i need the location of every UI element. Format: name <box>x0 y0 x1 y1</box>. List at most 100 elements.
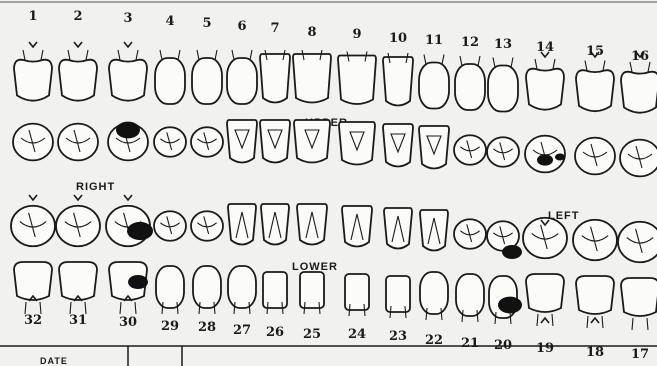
root-line <box>535 59 537 69</box>
upper-tooth-2-surface[interactable] <box>58 124 98 161</box>
decay-mark <box>127 222 153 240</box>
upper-tooth-7-surface[interactable] <box>260 120 290 163</box>
lower-tooth-31-surface[interactable] <box>56 206 100 246</box>
lower-tooth-31-crown[interactable] <box>59 262 97 300</box>
root-line <box>552 314 553 326</box>
lower-tooth-29-crown[interactable] <box>156 266 184 308</box>
lower-tooth-22-crown[interactable] <box>420 272 448 314</box>
upper-tooth-8-surface[interactable] <box>294 120 330 163</box>
upper-tooth-number: 1 <box>28 9 37 24</box>
lower-tooth-17-crown[interactable] <box>621 278 657 316</box>
root-line <box>632 318 633 330</box>
root-line <box>23 50 25 60</box>
upper-tooth-1-crown[interactable] <box>14 60 52 101</box>
lower-tooth-19-bottom-mark <box>541 318 549 323</box>
root-line <box>602 316 603 328</box>
upper-tooth-10-crown[interactable] <box>383 57 413 106</box>
upper-tooth-16-surface[interactable] <box>620 140 657 177</box>
decay-mark <box>116 122 140 139</box>
lower-tooth-24-surface[interactable] <box>342 206 372 247</box>
decay-mark <box>537 154 553 165</box>
upper-tooth-11-crown[interactable] <box>419 63 449 109</box>
lower-tooth-32-surface[interactable] <box>11 206 55 246</box>
upper-tooth-12-surface[interactable] <box>454 135 486 164</box>
upper-tooth-4-surface[interactable] <box>154 127 186 156</box>
lower-tooth-17-surface[interactable] <box>618 222 657 262</box>
upper-tooth-number: 12 <box>461 35 479 50</box>
upper-tooth-12-crown[interactable] <box>455 64 485 110</box>
upper-tooth-5-surface[interactable] <box>191 127 223 156</box>
upper-tooth-3-crown[interactable] <box>109 60 147 101</box>
decay-mark <box>498 297 522 314</box>
upper-tooth-2-crown[interactable] <box>59 60 97 101</box>
upper-tooth-6-crown[interactable] <box>227 58 257 104</box>
upper-tooth-14-crown[interactable] <box>526 69 564 110</box>
lower-tooth-26-crown[interactable] <box>263 272 287 308</box>
lower-tooth-number: 25 <box>303 327 321 342</box>
upper-tooth-number: 2 <box>73 9 82 24</box>
lower-tooth-number: 23 <box>389 329 407 344</box>
root-line <box>135 302 136 314</box>
upper-tooth-number: 14 <box>536 40 554 55</box>
upper-tooth-4-crown[interactable] <box>155 58 185 104</box>
lower-tooth-number: 26 <box>266 325 284 340</box>
lower-tooth-29-surface[interactable] <box>154 211 186 240</box>
upper-tooth-3-mark <box>124 42 132 47</box>
lower-tooth-25-surface[interactable] <box>297 204 327 245</box>
lower-tooth-28-surface[interactable] <box>191 211 223 240</box>
lower-tooth-18-crown[interactable] <box>576 276 614 314</box>
upper-tooth-7-crown[interactable] <box>260 54 290 103</box>
lower-tooth-23-surface[interactable] <box>384 208 412 249</box>
lower-tooth-28-crown[interactable] <box>193 266 221 308</box>
upper-tooth-1-surface[interactable] <box>13 124 53 161</box>
lower-tooth-19-crown[interactable] <box>526 274 564 312</box>
upper-tooth-15-crown[interactable] <box>576 70 614 111</box>
root-line <box>178 50 180 60</box>
lower-tooth-number: 19 <box>536 341 554 356</box>
root-line <box>118 50 120 60</box>
lower-tooth-21-surface[interactable] <box>454 219 486 248</box>
upper-tooth-1-mark <box>29 42 37 47</box>
root-line <box>493 58 495 68</box>
lower-tooth-32-crown[interactable] <box>14 262 52 300</box>
root-line <box>232 50 234 60</box>
right-label: RIGHT <box>76 181 115 193</box>
lower-tooth-21-crown[interactable] <box>456 274 484 316</box>
lower-tooth-18-bottom-mark <box>591 318 599 323</box>
decay-mark <box>128 275 148 289</box>
upper-tooth-9-surface[interactable] <box>339 122 375 165</box>
root-line <box>537 314 538 326</box>
root-line <box>41 50 43 60</box>
upper-tooth-9-crown[interactable] <box>338 56 376 105</box>
upper-tooth-13-surface[interactable] <box>487 137 519 166</box>
upper-tooth-13-crown[interactable] <box>488 66 518 112</box>
lower-tooth-number: 28 <box>198 320 216 335</box>
lower-tooth-18-surface[interactable] <box>573 220 617 260</box>
root-line <box>587 316 588 328</box>
upper-tooth-8-crown[interactable] <box>293 54 331 103</box>
upper-tooth-10-surface[interactable] <box>383 124 413 167</box>
lower-tooth-23-crown[interactable] <box>386 276 410 312</box>
upper-tooth-11-surface[interactable] <box>419 126 449 169</box>
lower-tooth-27-crown[interactable] <box>228 266 256 308</box>
upper-tooth-15-surface[interactable] <box>575 138 615 175</box>
decay-mark <box>555 154 565 161</box>
root-line <box>160 50 162 60</box>
upper-tooth-16-crown[interactable] <box>621 72 657 113</box>
lower-tooth-25-crown[interactable] <box>300 272 324 308</box>
upper-tooth-number: 5 <box>202 16 211 31</box>
lower-tooth-27-surface[interactable] <box>228 204 256 245</box>
lower-tooth-number: 32 <box>24 313 42 328</box>
upper-tooth-number: 8 <box>307 25 316 40</box>
lower-tooth-22-surface[interactable] <box>420 210 448 251</box>
root-line <box>215 50 217 60</box>
upper-tooth-6-surface[interactable] <box>227 120 257 163</box>
upper-tooth-number: 7 <box>270 21 279 36</box>
lower-tooth-26-surface[interactable] <box>261 204 289 245</box>
lower-tooth-number: 22 <box>425 333 443 348</box>
lower-tooth-24-crown[interactable] <box>345 274 369 310</box>
upper-tooth-5-crown[interactable] <box>192 58 222 104</box>
root-line <box>424 55 426 65</box>
